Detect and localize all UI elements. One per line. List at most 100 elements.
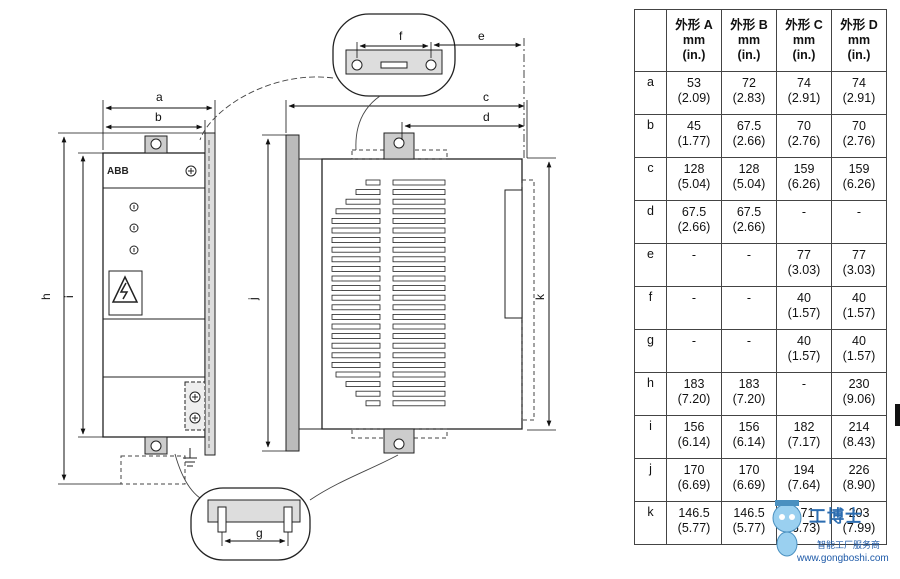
- table-cell: 146.5(5.77): [666, 501, 722, 545]
- value-mm: 77: [852, 248, 866, 262]
- value-in: (1.77): [677, 134, 711, 148]
- table-cell: -: [721, 329, 777, 373]
- value-mm: 146.5: [678, 506, 710, 520]
- vent-slot: [331, 217, 381, 224]
- value-mm: -: [856, 205, 862, 219]
- value-mm: 128: [683, 162, 705, 176]
- value-in: (6.14): [677, 435, 711, 449]
- table-cell: 156(6.14): [666, 415, 722, 459]
- dim-label-g: g: [256, 526, 263, 540]
- value-mm: 226: [848, 463, 870, 477]
- value-mm: 45: [687, 119, 701, 133]
- table-cell: 77(3.03): [776, 243, 832, 287]
- value-in: (1.57): [842, 349, 876, 363]
- value-mm: -: [691, 334, 697, 348]
- table-cell: 170(6.69): [666, 458, 722, 502]
- value-mm: 183: [683, 377, 705, 391]
- value-mm: -: [746, 334, 752, 348]
- dim-label-d: d: [483, 110, 490, 124]
- table-cell: 40(1.57): [831, 329, 887, 373]
- table-cell: 156(6.14): [721, 415, 777, 459]
- table-cell: -: [831, 200, 887, 244]
- value-mm: 170: [683, 463, 705, 477]
- value-in: (5.77): [677, 521, 711, 535]
- value-mm: 67.5: [736, 119, 762, 133]
- value-mm: 53: [687, 76, 701, 90]
- value-in: (1.57): [787, 349, 821, 363]
- vent-slot: [392, 227, 446, 234]
- vent-slot: [331, 313, 381, 320]
- vent-slot: [355, 390, 381, 397]
- vent-slot: [392, 371, 446, 378]
- table-cell: -: [666, 286, 722, 330]
- vent-slot: [392, 189, 446, 196]
- value-in: (6.69): [732, 478, 766, 492]
- back-plate: [285, 134, 300, 452]
- row-key: j: [634, 458, 667, 502]
- screw-icon: [150, 138, 162, 150]
- warning-triangle-icon: [111, 275, 139, 303]
- table-cell: 74(2.91): [831, 71, 887, 115]
- table-cell: 74(2.91): [776, 71, 832, 115]
- vent-slot: [392, 256, 446, 263]
- value-in: (5.04): [732, 177, 766, 191]
- vent-slot: [331, 333, 381, 340]
- row-key: f: [634, 286, 667, 330]
- value-mm: -: [801, 205, 807, 219]
- value-mm: 159: [793, 162, 815, 176]
- value-in: (8.90): [842, 478, 876, 492]
- value-mm: 77: [797, 248, 811, 262]
- table-cell: 70(2.76): [776, 114, 832, 158]
- value-mm: 67.5: [736, 205, 762, 219]
- table-cell: 77(3.03): [831, 243, 887, 287]
- screw-icon: [393, 137, 405, 149]
- value-in: (9.06): [842, 392, 876, 406]
- value-mm: 203: [848, 506, 870, 520]
- row-key: b: [634, 114, 667, 158]
- vent-slot: [392, 304, 446, 311]
- value-in: (7.64): [787, 478, 821, 492]
- value-in: (1.57): [787, 306, 821, 320]
- vent-slot: [392, 294, 446, 301]
- table-cell: 203(7.99): [831, 501, 887, 545]
- vent-slot: [392, 265, 446, 272]
- dim-label-c: c: [483, 90, 489, 104]
- value-in: (2.66): [677, 220, 711, 234]
- value-in: (6.69): [677, 478, 711, 492]
- value-in: (2.66): [732, 220, 766, 234]
- value-mm: 170: [738, 463, 760, 477]
- table-cell: 214(8.43): [831, 415, 887, 459]
- watermark-brand: 工博士: [809, 507, 863, 526]
- row-key: h: [634, 372, 667, 416]
- vent-slot: [392, 237, 446, 244]
- table-cell: 45(1.77): [666, 114, 722, 158]
- value-mm: 183: [738, 377, 760, 391]
- vent-slot: [392, 323, 446, 330]
- side-rail: [204, 132, 216, 456]
- dim-label-j: j: [246, 297, 260, 301]
- value-mm: 67.5: [681, 205, 707, 219]
- value-mm: 74: [852, 76, 866, 90]
- value-in: (2.66): [732, 134, 766, 148]
- value-in: (7.20): [732, 392, 766, 406]
- vent-slot: [392, 208, 446, 215]
- value-in: (2.91): [787, 91, 821, 105]
- vent-slot: [345, 381, 381, 388]
- vent-slot: [392, 179, 446, 186]
- dimension-drawing: ABB: [39, 13, 556, 561]
- vent-slot: [331, 342, 381, 349]
- value-mm: 230: [848, 377, 870, 391]
- status-led-column: [129, 202, 139, 255]
- value-mm: -: [691, 291, 697, 305]
- table-corner-cell: [634, 9, 667, 72]
- vent-slot: [331, 285, 381, 292]
- vent-slot: [392, 198, 446, 205]
- dim-label-e: e: [478, 29, 485, 43]
- vent-slot: [331, 323, 381, 330]
- vent-slot: [392, 352, 446, 359]
- vent-slot: [365, 179, 381, 186]
- vent-slot: [335, 208, 381, 215]
- vent-slot: [355, 189, 381, 196]
